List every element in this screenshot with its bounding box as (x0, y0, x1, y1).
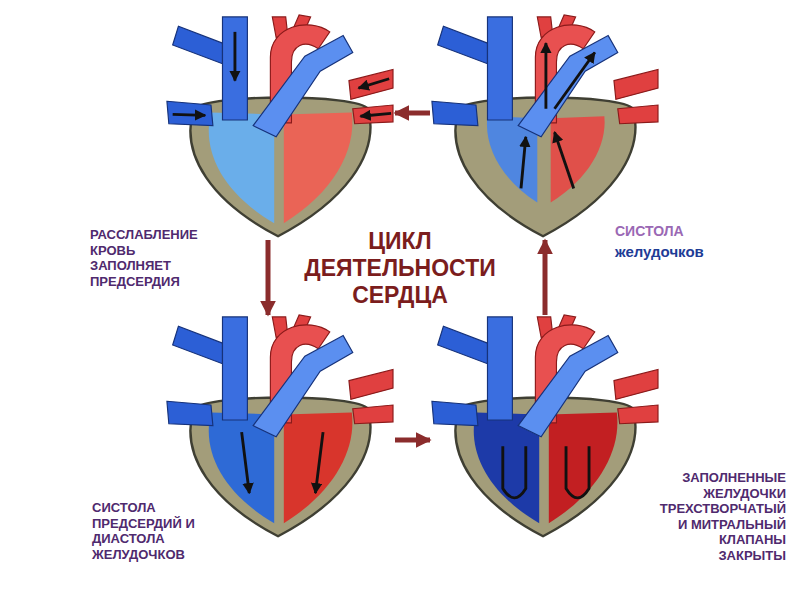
heart-part (360, 113, 391, 116)
heart-part (551, 116, 605, 202)
heart-stage: СИСТОЛАжелудочков (430, 15, 660, 240)
heart-part (167, 15, 393, 137)
heart-part (359, 79, 390, 88)
heart-part (432, 315, 658, 437)
heart-part (555, 132, 574, 188)
stage-caption: ЗАПОЛНЕННЫЕ ЖЕЛУДОЧКИ ТРЕХСТВОРЧАТЫЙ И М… (651, 470, 786, 563)
stage-caption: РАССЛАБЛЕНИЕ КРОВЬ ЗАПОЛНЯЕТ ПРЕДСЕРДИЯ (90, 227, 212, 289)
cycle-arrow (395, 111, 430, 116)
heart-part (549, 413, 618, 524)
heart-stage: СИСТОЛА ПРЕДСЕРДИЙ И ДИАСТОЛА ЖЕЛУДОЧКОВ (165, 315, 395, 540)
heart-atrial-systole (167, 315, 393, 536)
heart-part (544, 43, 547, 109)
heart-part (555, 53, 595, 109)
heart-stage: ЗАПОЛНЕННЫЕ ЖЕЛУДОЧКИ ТРЕХСТВОРЧАТЫЙ И М… (430, 315, 660, 540)
heart-part (242, 432, 250, 493)
stage-caption: СИСТОЛА ПРЕДСЕРДИЙ И ДИАСТОЛА ЖЕЛУДОЧКОВ (92, 500, 200, 562)
heart-part (521, 137, 526, 189)
heart-part (167, 315, 393, 437)
heart-part (284, 113, 353, 224)
heart-part (566, 446, 589, 498)
cycle-arrow (543, 240, 548, 315)
heart-part (233, 32, 236, 81)
heart-part (284, 413, 353, 524)
heart-part (315, 432, 323, 493)
heart-part (503, 446, 526, 498)
cycle-arrow (395, 438, 430, 443)
stage-caption: СИСТОЛА (615, 223, 715, 240)
heart-stage: РАССЛАБЛЕНИЕ КРОВЬ ЗАПОЛНЯЕТ ПРЕДСЕРДИЯ (165, 15, 395, 240)
heart-relaxation (167, 15, 393, 236)
cycle-arrow (266, 240, 271, 315)
diagram-title: ЦИКЛ ДЕЯТЕЛЬНОСТИ СЕРДЦА (292, 228, 508, 309)
heart-part (173, 113, 206, 117)
heart-filled-ventricles (432, 315, 658, 536)
heart-part (432, 15, 658, 137)
heart-ventricular-systole (432, 15, 658, 236)
stage-caption: желудочков (615, 243, 725, 260)
